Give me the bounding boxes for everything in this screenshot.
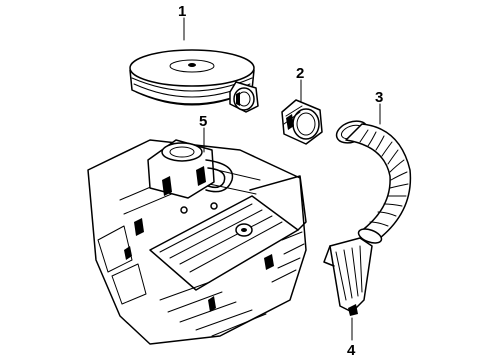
callout-4: 4 (347, 342, 356, 359)
air-intake-duct (335, 120, 412, 244)
intake-scoop (323, 237, 373, 316)
air-cleaner-assembly (129, 49, 259, 113)
callout-5: 5 (199, 113, 207, 130)
connector-sleeve (281, 99, 323, 145)
callout-3: 3 (375, 89, 383, 106)
engine-adapter (147, 139, 234, 214)
callout-1: 1 (178, 3, 186, 20)
engine-block (87, 139, 307, 345)
callout-2: 2 (296, 65, 304, 82)
